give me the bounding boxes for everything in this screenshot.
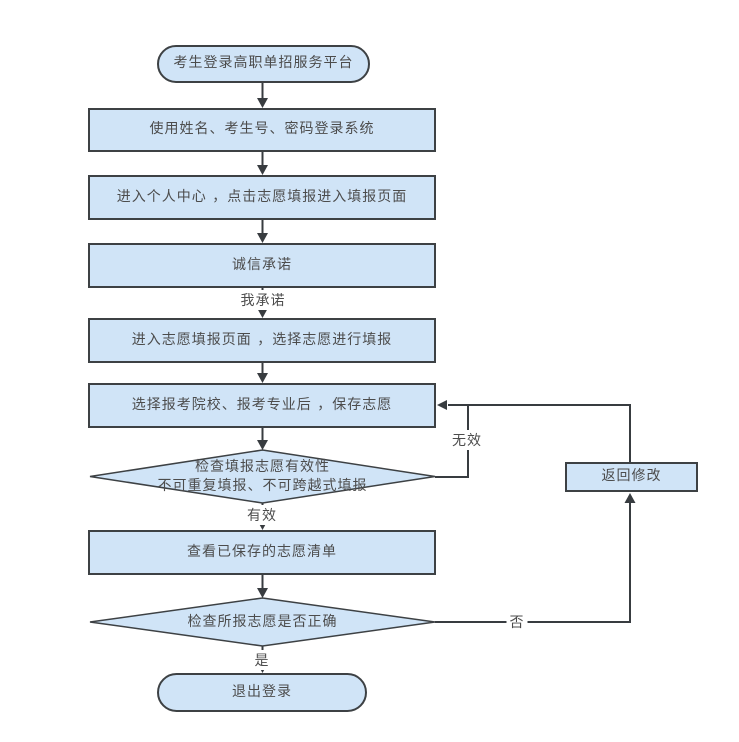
node-login: 使用姓名、考生号、密码登录系统 [88, 108, 436, 152]
edge-login-to-personal-center [257, 152, 268, 175]
node-return-modify: 返回修改 [565, 462, 698, 492]
edge-label-invalid: 无效 [449, 430, 485, 450]
check-validity-line2: 不可重复填报、不可跨越式填报 [157, 477, 368, 494]
decision-diamond-correct [89, 597, 436, 647]
check-correct-label: 检查所报志愿是否正确 [187, 613, 338, 630]
edge-label-pledge-commit: 我承诺 [237, 290, 289, 310]
edge-label-valid: 有效 [244, 505, 280, 525]
node-personal-center: 进入个人中心 ，点击志愿填报进入填报页面 [88, 175, 436, 220]
edge-label-yes: 是 [251, 650, 273, 670]
node-return-modify-label: 返回修改 [601, 468, 662, 485]
node-pledge: 诚信承诺 [88, 243, 436, 288]
edge-return-modify-to-save [437, 400, 631, 462]
node-logout: 退出登录 [157, 673, 367, 712]
node-start: 考生登录高职单招服务平台 [157, 45, 370, 83]
node-check-correct-text: 检查所报志愿是否正确 [100, 598, 425, 646]
node-check-validity-text: 检查填报志愿有效性 不可重复填报、不可跨越式填报 [100, 450, 425, 503]
check-validity-line1: 检查填报志愿有效性 [195, 458, 330, 475]
decision-diamond-validity [89, 449, 436, 504]
edge-label-no: 否 [506, 612, 528, 632]
node-logout-label: 退出登录 [232, 683, 292, 700]
node-pledge-label: 诚信承诺 [232, 256, 292, 273]
node-login-label: 使用姓名、考生号、密码登录系统 [149, 121, 375, 138]
node-personal-center-label: 进入个人中心 ，点击志愿填报进入填报页面 [116, 188, 408, 205]
node-save-choices: 选择报考院校、报考专业后 ，保存志愿 [88, 383, 436, 428]
edge-start-to-login [257, 83, 268, 108]
node-enter-fill-label: 进入志愿填报页面 ，选择志愿进行填报 [131, 331, 393, 348]
node-enter-fill: 进入志愿填报页面 ，选择志愿进行填报 [88, 318, 436, 363]
edge-correct-no-to-return-modify [435, 493, 636, 623]
edge-validity-invalid [435, 405, 469, 478]
edge-view-list-to-check-correct [257, 575, 268, 598]
edge-personal-center-to-pledge [257, 220, 268, 243]
node-view-list: 查看已保存的志愿清单 [88, 530, 436, 575]
edge-save-to-check-validity [257, 428, 268, 450]
node-save-choices-label: 选择报考院校、报考专业后 ，保存志愿 [131, 396, 393, 413]
edge-enter-fill-to-save [257, 363, 268, 383]
node-start-label: 考生登录高职单招服务平台 [173, 55, 354, 72]
node-view-list-label: 查看已保存的志愿清单 [187, 543, 337, 560]
